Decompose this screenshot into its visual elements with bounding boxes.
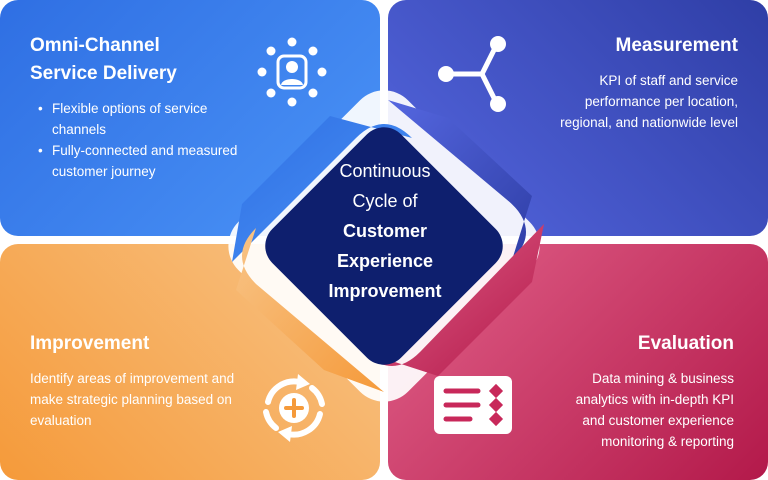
measurement-description: KPI of staff and service performance per… [560,73,738,130]
improvement-title: Improvement [30,333,150,354]
checklist-icon [434,376,512,434]
omni-channel-bullets: Flexible options of service channels Ful… [34,98,252,182]
center-line-5: Improvement [328,281,442,301]
omni-channel-title-line1: Omni-Channel [30,35,160,56]
bullet-item: Fully-connected and measured customer jo… [38,140,252,182]
cycle-arrow-orange [236,228,384,392]
center-line-4: Experience [336,251,434,271]
omni-channel-title: Omni-Channel Service Delivery [30,32,250,88]
user-network-icon [257,37,327,107]
quadrant-omni-channel: Omni-Channel Service Delivery Flexible o… [0,0,380,236]
center-line-3: Customer [342,221,427,241]
center-label: Continuous Cycle of Customer Experience … [290,156,480,306]
improvement-description: Identify areas of improvement and make s… [30,371,235,428]
measurement-title: Measurement [615,35,739,56]
center-line-2: Cycle of [352,191,418,211]
center-line-1: Continuous [339,161,431,181]
bullet-item: Flexible options of service channels [38,98,252,140]
cycle-arrow-indigo [388,100,532,260]
evaluation-title: Evaluation [637,333,734,354]
share-nodes-icon [438,36,506,112]
plus-cycle-icon [263,374,325,442]
evaluation-description: Data mining & business analytics with in… [575,371,734,449]
omni-channel-title-line2: Service Delivery [30,63,177,84]
center-diamond [265,127,503,365]
